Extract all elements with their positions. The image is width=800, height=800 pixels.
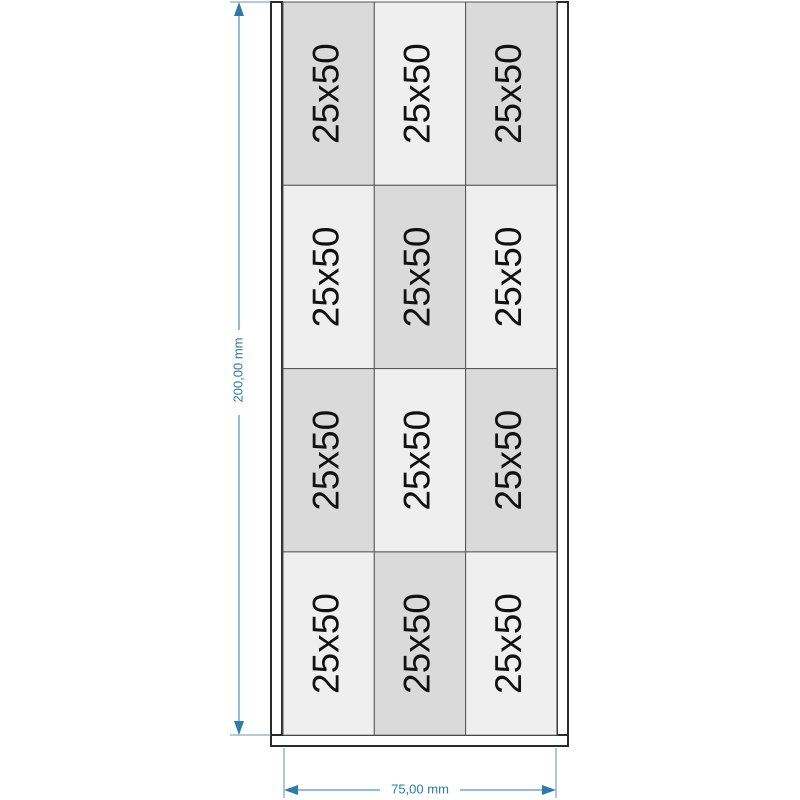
height-dimension: 200,00 mm	[230, 1, 271, 736]
compartment-label: 25x50	[397, 593, 438, 694]
compartment-cell	[282, 184, 375, 370]
compartment-cell	[282, 368, 375, 553]
height-arrow-top	[234, 2, 244, 16]
compartment-grid: 25x50 25x50 25x50 25x50 25x50 25x50 25x50 25x50…	[282, 1, 558, 736]
height-arrow-bottom	[234, 721, 244, 735]
width-dimension-label: 75,00 mm	[391, 781, 449, 796]
tray-right-wall	[556, 1, 569, 747]
compartment-label: 25x50	[305, 43, 346, 144]
compartment-label: 25x50	[488, 227, 529, 328]
height-dimension-label: 200,00 mm	[230, 337, 245, 402]
tray-bottom-wall	[270, 734, 569, 747]
compartment-label: 25x50	[305, 410, 346, 511]
compartment-cell	[282, 1, 375, 186]
width-arrow-left	[284, 785, 298, 795]
compartment-label: 25x50	[305, 593, 346, 694]
compartment-label: 25x50	[305, 227, 346, 328]
compartment-cell	[373, 184, 467, 370]
compartment-label: 25x50	[488, 43, 529, 144]
compartment-label: 25x50	[488, 410, 529, 511]
compartment-label: 25x50	[397, 43, 438, 144]
compartment-label: 25x50	[397, 227, 438, 328]
tray-left-wall	[270, 1, 283, 747]
compartment-label: 25x50	[488, 593, 529, 694]
width-arrow-right	[542, 785, 556, 795]
compartment-label: 25x50	[397, 410, 438, 511]
width-dimension: 75,00 mm	[283, 748, 557, 798]
compartment-cell	[282, 551, 375, 736]
compartment-cell	[373, 551, 467, 736]
compartment-cell	[465, 368, 558, 553]
compartment-cell	[465, 184, 558, 370]
compartment-cell	[465, 1, 558, 186]
compartment-cell	[465, 551, 558, 736]
